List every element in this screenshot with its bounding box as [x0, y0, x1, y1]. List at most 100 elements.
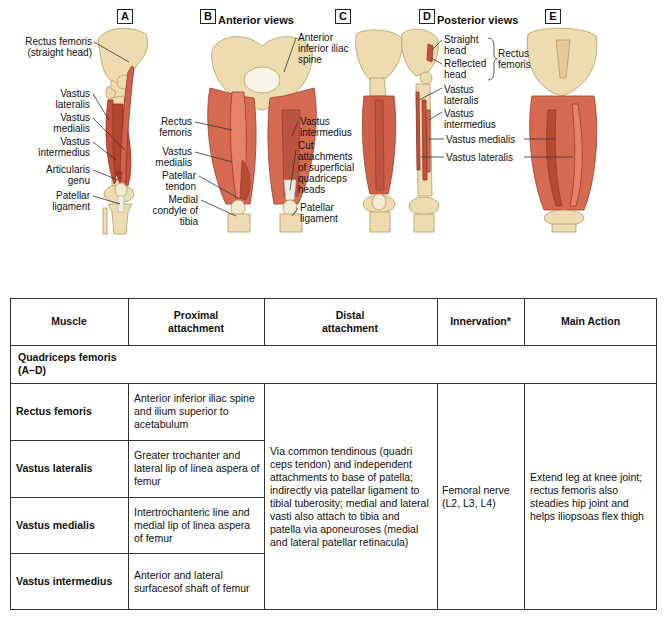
leader-lines-part	[432, 40, 442, 50]
part-label-box: Straight head	[444, 34, 488, 56]
part-label: Rectus femoris	[498, 48, 542, 70]
table-cell-box: Anterior inferior iliac spine and ilium …	[134, 383, 260, 440]
view-heading: Anterior views	[218, 14, 294, 27]
panel-e-figure-part	[546, 110, 562, 206]
part-label-box: Vastus intermedius	[444, 108, 502, 130]
part-label-box: Patellar ligament	[30, 190, 90, 212]
panel-b-figure-part	[240, 160, 250, 200]
part-label: Vastus medialis	[146, 146, 192, 168]
panel-e-figure-part	[556, 40, 570, 78]
table-cell-box: Innervation*	[437, 298, 524, 345]
panel-letter-box: B	[200, 9, 216, 24]
part-label-box: Vastus lateralis	[444, 84, 490, 106]
part-label: Medial condyle of tibia	[148, 194, 198, 227]
part-label: Anterior inferior iliac spine	[298, 32, 352, 65]
table-grid-part	[129, 298, 525, 345]
table-cell: Extend leg at knee joint; rectus femoris…	[530, 471, 652, 523]
leader-lines-part	[93, 196, 120, 204]
leader-lines-part	[195, 152, 232, 162]
table-cell: Rectus femoris	[16, 405, 92, 418]
table-cell-box: Extend leg at knee joint; rectus femoris…	[530, 383, 652, 610]
table-cell-box: Via common tendinous (quadri ceps tendon…	[270, 383, 432, 610]
panel-letter-box: C	[335, 9, 351, 24]
panel-a-figure-part	[103, 208, 107, 234]
leader-lines-part	[488, 38, 497, 80]
panel-c-figure	[356, 30, 403, 232]
leader-lines-part	[284, 38, 296, 72]
part-label-box: Rectus femoris (straight head)	[8, 36, 92, 58]
panel-a-figure-part	[106, 100, 116, 184]
view-heading: Posterior views	[437, 14, 518, 27]
part-label: Vastus medialis	[40, 112, 90, 134]
table-cell-box: Intertrochanteric line and medial lip of…	[134, 497, 260, 553]
part-label: Vastus intermedius	[300, 116, 356, 138]
panel-e-figure-part	[570, 104, 582, 206]
part-label: Vastus lateralis	[444, 84, 490, 106]
table-cell: Vastus medialis	[16, 519, 95, 532]
table-cell-box: Proximal attachment	[158, 298, 234, 345]
panel-d-figure-part	[416, 84, 432, 196]
part-label-box: Vastus lateralis	[446, 152, 522, 163]
view-heading-box: Anterior views	[218, 14, 318, 27]
leader-lines-part	[292, 208, 298, 216]
part-label-box: Vastus medialis	[40, 112, 90, 134]
panel-e-figure	[527, 28, 597, 232]
panel-d-figure-part	[416, 92, 420, 170]
leader-lines-part	[428, 139, 444, 140]
table-cell-box: Rectus femoris	[16, 383, 124, 440]
table-cell: Vastus lateralis	[16, 462, 92, 475]
part-label: Rectus femoris (straight head)	[8, 36, 92, 58]
table-grid	[10, 298, 657, 610]
table-grid-part	[10, 346, 657, 554]
part-label: Straight head	[444, 34, 488, 56]
part-label-box: Rectus femoris	[498, 48, 542, 70]
panel-e-figure-part	[552, 224, 576, 232]
leader-lines-part	[429, 112, 442, 120]
part-label-box: Vastus medialis	[446, 134, 522, 145]
panel-letter-box: A	[117, 9, 133, 24]
leader-lines-part	[431, 58, 442, 64]
part-label-box: Anterior inferior iliac spine	[298, 32, 352, 65]
leader-lines-part	[93, 142, 116, 160]
panel-b-figure-part	[208, 88, 256, 204]
table-cell-box: Main Action	[524, 298, 657, 345]
part-label-box: Cut attachments of superficial quadricep…	[298, 140, 356, 195]
leader-lines-part	[94, 42, 129, 62]
panel-b-figure-part	[228, 214, 250, 232]
panel-c-figure-part	[362, 96, 395, 194]
table-cell: Greater trochanter and lateral lip of li…	[134, 449, 260, 488]
part-label: Vastus intermedius	[30, 136, 90, 158]
leader-lines-part	[93, 94, 109, 120]
table-cell: Anterior and lateral surfacesof shaft of…	[134, 569, 260, 595]
part-label: Rectus femoris	[146, 116, 192, 138]
table-cell-box: Greater trochanter and lateral lip of li…	[134, 440, 260, 497]
leader-lines-part	[524, 139, 555, 140]
leader-lines-part	[93, 118, 125, 150]
part-label-box: Patellar ligament	[300, 202, 350, 224]
table-cell-box: Anterior and lateral surfacesof shaft of…	[134, 553, 260, 610]
table-cell: Via common tendinous (quadri ceps tendon…	[270, 445, 432, 549]
panel-c-figure-part	[363, 195, 395, 213]
panel-a-figure-part	[115, 183, 127, 197]
table-cell-box: Quadriceps femoris (A–D)	[18, 345, 126, 383]
part-label: Patellar ligament	[30, 190, 90, 212]
part-label: Reflected head	[444, 58, 490, 80]
table-cell: Femoral nerve (L2, L3, L4)	[442, 484, 520, 510]
panel-b-figure	[208, 37, 317, 232]
leader-lines-part	[93, 170, 118, 180]
panel-e-figure-part	[530, 96, 597, 210]
table-cell: Quadriceps femoris (A–D)	[18, 351, 126, 377]
leader-lines-part	[201, 200, 236, 216]
part-label-box: Rectus femoris	[146, 116, 192, 138]
part-label-box: Vastus medialis	[146, 146, 192, 168]
table-grid-part	[129, 383, 525, 610]
panel-letter: C	[339, 10, 347, 23]
part-label: Vastus lateralis	[446, 152, 513, 163]
leader-lines-part	[524, 157, 573, 158]
part-label-box: Articularis genu	[30, 164, 90, 186]
panel-c-figure-part	[370, 212, 390, 232]
leader-lines-part	[419, 88, 442, 100]
table-cell: Main Action	[561, 315, 620, 328]
panel-letter: D	[423, 10, 431, 23]
table-grid-part	[11, 299, 657, 610]
